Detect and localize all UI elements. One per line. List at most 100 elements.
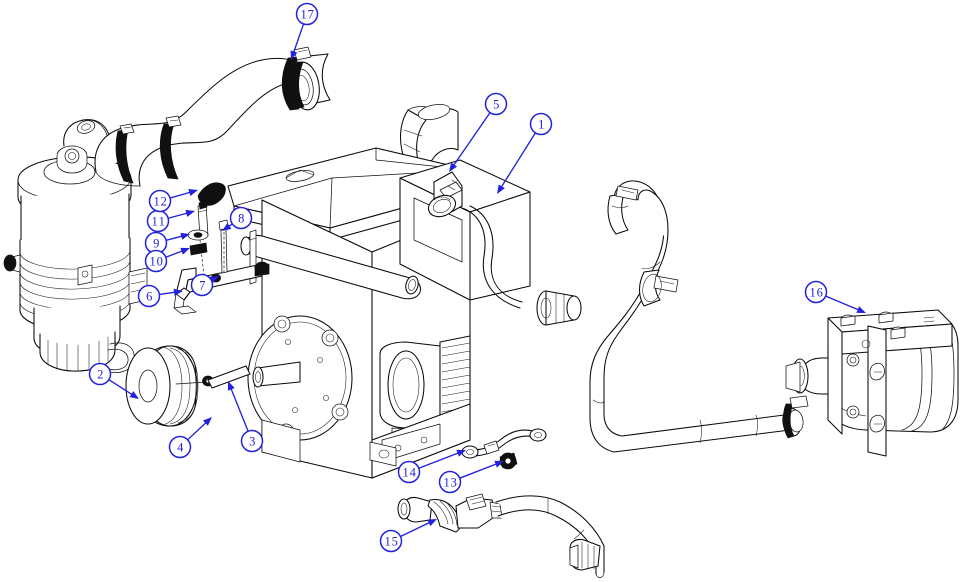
callout-label-12: 12	[154, 195, 167, 209]
callout-leader-17	[293, 23, 305, 53]
engine-block	[227, 147, 582, 479]
callout-arrowhead-9	[180, 232, 190, 240]
callout-balloon-15[interactable]	[379, 529, 403, 553]
callout-balloon-16[interactable]	[804, 280, 828, 304]
callout-arrowhead-5	[449, 162, 458, 172]
hose-end-fitting	[569, 538, 601, 571]
callout-arrowhead-4	[202, 417, 212, 426]
lower-coolant-hose	[397, 493, 605, 578]
hose-clamp-mid	[159, 115, 182, 180]
callout-balloon-2[interactable]	[88, 362, 112, 386]
callout-16-muffler-bracket[interactable]: 16	[804, 280, 867, 314]
callout-10-spacer[interactable]: 10	[144, 247, 191, 273]
callout-arrowhead-2	[129, 391, 139, 399]
callout-5-oil-filler-cap[interactable]: 5	[449, 92, 508, 173]
callout-7-bracket-bolt[interactable]: 7	[190, 273, 220, 297]
pulley-group	[125, 345, 251, 427]
callout-14-oil-line-fitting[interactable]: 14	[397, 449, 467, 484]
callout-arrowhead-17	[290, 50, 298, 60]
callout-label-2: 2	[97, 368, 103, 382]
callout-1-engine-block[interactable]: 1	[497, 112, 553, 195]
callout-leader-16	[825, 295, 859, 311]
callout-leader-2	[108, 378, 133, 395]
callout-balloon-12[interactable]	[148, 189, 172, 213]
callout-6-mounting-bracket[interactable]: 6	[137, 284, 184, 308]
callout-arrowhead-8	[222, 222, 232, 231]
callout-label-6: 6	[146, 290, 152, 304]
callout-label-15: 15	[385, 535, 398, 549]
callout-label-13: 13	[444, 476, 457, 490]
callout-label-14: 14	[403, 466, 417, 480]
washer-part	[187, 229, 209, 241]
callout-label-9: 9	[153, 237, 159, 251]
hose-clamp-left	[115, 123, 135, 184]
exhaust-end-flare	[782, 395, 809, 439]
callout-leader-11	[167, 212, 187, 219]
callout-4-pulley-bolt[interactable]: 4	[168, 417, 213, 459]
bracket-bolts	[840, 311, 935, 340]
muffler-assembly	[785, 309, 959, 457]
exhaust-clamp-mid	[638, 269, 679, 307]
alternator	[379, 335, 471, 449]
callout-9-washer[interactable]: 9	[144, 231, 191, 255]
callout-leader-5	[453, 111, 491, 166]
callout-balloon-3[interactable]	[240, 429, 264, 453]
callout-balloon-10[interactable]	[144, 249, 168, 273]
callout-3-woodruff-key[interactable]: 3	[228, 381, 264, 453]
callout-balloon-14[interactable]	[397, 460, 421, 484]
pulley-part	[125, 345, 199, 427]
callout-leader-13	[459, 463, 497, 479]
intake-hose	[94, 46, 331, 187]
callout-arrowhead-13	[494, 460, 504, 468]
callout-label-11: 11	[152, 215, 165, 229]
callout-balloon-4[interactable]	[168, 435, 192, 459]
callout-leader-1	[501, 132, 537, 188]
callout-arrowhead-12	[188, 189, 198, 196]
callout-15-hose-coupling[interactable]: 15	[379, 519, 438, 553]
callout-label-4: 4	[177, 441, 184, 455]
hose-coupling-part	[427, 499, 462, 533]
callout-12-clamp-pad[interactable]: 12	[148, 189, 199, 213]
callout-arrowhead-14	[456, 449, 466, 457]
stud-bolt-part	[218, 219, 229, 274]
callout-label-3: 3	[249, 435, 255, 449]
bracket-face-fasteners	[846, 339, 885, 433]
pin-part	[197, 200, 209, 239]
callout-arrowhead-6	[173, 288, 183, 296]
oil-filler-cap	[427, 171, 463, 218]
callout-arrowhead-3	[228, 381, 235, 391]
muffler-bracket	[827, 309, 953, 457]
callout-leader-6	[158, 291, 175, 296]
oil-line-assembly	[461, 428, 547, 470]
callout-leader-3	[230, 388, 249, 432]
callout-arrowhead-1	[497, 184, 505, 194]
callout-label-1: 1	[538, 118, 544, 132]
callout-balloon-6[interactable]	[137, 284, 161, 308]
callout-label-17: 17	[301, 8, 314, 22]
callout-balloon-17[interactable]	[295, 2, 319, 26]
spacer-part	[189, 242, 208, 256]
callout-17-hose-clamp[interactable]: 17	[290, 2, 319, 61]
banjo-bolt-part	[499, 452, 518, 470]
callout-2-pulley[interactable]: 2	[88, 362, 140, 400]
callout-balloon-13[interactable]	[438, 470, 462, 494]
callout-label-5: 5	[493, 98, 499, 112]
hose-end-cuff	[281, 46, 331, 111]
callout-balloon-7[interactable]	[190, 273, 214, 297]
callout-13-banjo-bolt[interactable]: 13	[438, 460, 505, 494]
callout-balloon-8[interactable]	[229, 206, 253, 230]
air-cleaner-outlet-tube	[63, 119, 111, 147]
hose-tee-junction	[455, 493, 503, 529]
callout-balloon-5[interactable]	[484, 92, 508, 116]
callout-8-stud-bolt[interactable]: 8	[222, 206, 253, 232]
callout-arrowhead-11	[185, 209, 195, 217]
exhaust-clamp-upper	[607, 185, 639, 235]
oil-filter	[536, 290, 582, 326]
callout-leader-9	[165, 235, 182, 241]
callout-leader-12	[169, 191, 191, 199]
callout-11-pin[interactable]: 11	[146, 209, 196, 233]
callout-leader-4	[186, 422, 207, 441]
callout-balloon-1[interactable]	[529, 112, 553, 136]
